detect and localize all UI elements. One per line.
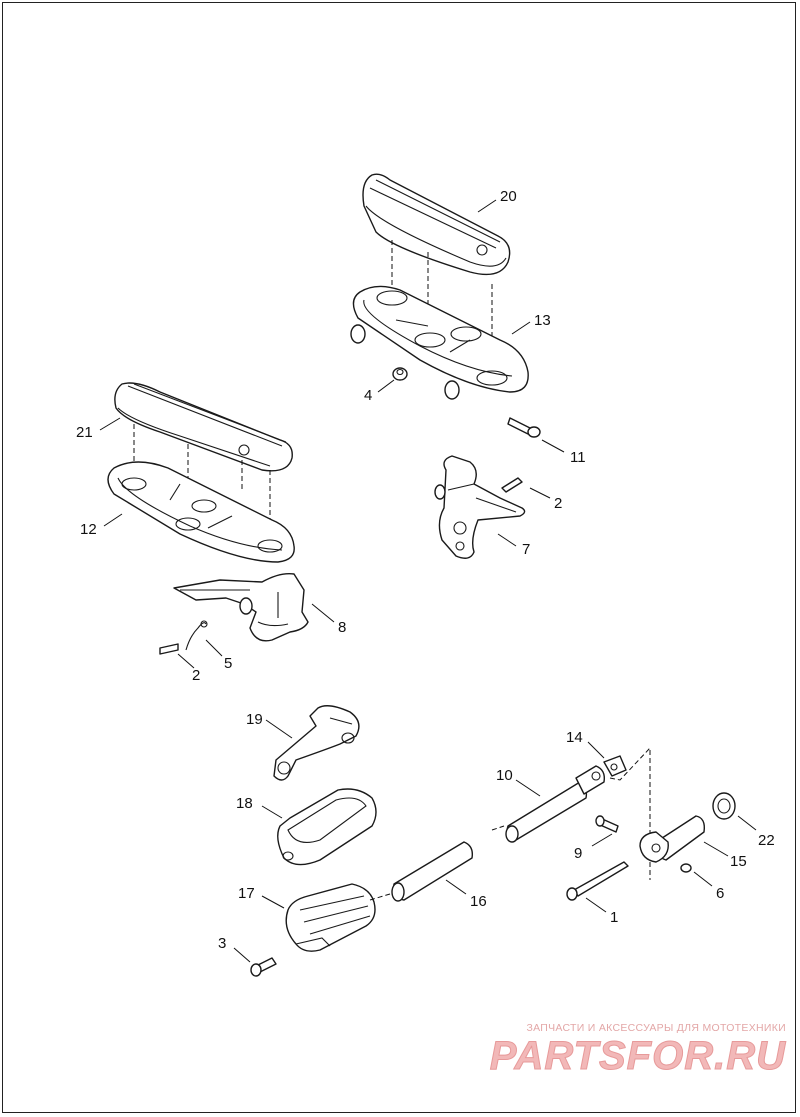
callout-16: 16 — [470, 893, 487, 910]
callout-3: 3 — [218, 935, 226, 952]
callout-5: 5 — [224, 655, 232, 672]
watermark-logo: PARTSFOR.RU — [489, 1034, 786, 1079]
callout-13: 13 — [534, 312, 551, 329]
part-8-support-bracket — [173, 572, 309, 642]
callout-14: 14 — [566, 729, 583, 746]
part-16-sleeve — [391, 841, 474, 902]
part-15-clevis — [639, 815, 706, 863]
callout-15: 15 — [730, 853, 747, 870]
part-19-cover — [273, 705, 360, 781]
callout-8: 8 — [338, 619, 346, 636]
part-20-footboard-pad — [362, 173, 511, 276]
part-6-clip — [680, 863, 692, 873]
watermark-caption: ЗАПЧАСТИ И АКСЕССУАРЫ ДЛЯ МОТОТЕХНИКИ — [526, 1022, 786, 1034]
part-4-nut — [392, 367, 408, 381]
part-3-bolt — [250, 957, 277, 977]
callout-7: 7 — [522, 541, 530, 558]
part-5-spring — [185, 620, 208, 651]
part-17-footpeg — [285, 883, 376, 952]
callout-18: 18 — [236, 795, 253, 812]
part-11-pivot-pin — [507, 417, 541, 438]
part-7-mounting-bracket — [434, 455, 526, 559]
leader-lines — [99, 199, 757, 963]
callout-19: 19 — [246, 711, 263, 728]
part-12-footboard-bracket — [107, 461, 295, 563]
callout-11: 11 — [570, 449, 586, 466]
part-14-washer — [603, 755, 627, 777]
callout-2-lower: 2 — [192, 667, 200, 684]
part-22-end-cap — [712, 792, 736, 820]
part-2-screw-lower — [159, 643, 179, 655]
callout-labels: 20 13 4 11 21 12 2 7 8 5 2 19 14 10 18 9… — [76, 188, 775, 952]
part-13-footboard-bracket — [350, 285, 529, 400]
callout-21: 21 — [76, 424, 93, 441]
part-21-footboard-pad — [114, 382, 293, 472]
part-2-screw-upper — [501, 477, 523, 493]
callout-17: 17 — [238, 885, 255, 902]
callout-1: 1 — [610, 909, 618, 926]
part-1-bolt — [566, 861, 629, 901]
part-10-pivot-shaft — [505, 765, 606, 843]
part-18-housing — [277, 788, 377, 866]
part-9-pin — [595, 815, 619, 833]
dashed-alignment-line — [369, 746, 651, 901]
callout-2-upper: 2 — [554, 495, 562, 512]
callout-4: 4 — [364, 387, 372, 404]
watermark: ЗАПЧАСТИ И АКСЕССУАРЫ ДЛЯ МОТОТЕХНИКИ PA… — [489, 1022, 786, 1079]
callout-6: 6 — [716, 885, 724, 902]
callout-20: 20 — [500, 188, 517, 205]
callout-22: 22 — [758, 832, 775, 849]
callout-12: 12 — [80, 521, 97, 538]
callout-10: 10 — [496, 767, 513, 784]
callout-9: 9 — [574, 845, 582, 862]
